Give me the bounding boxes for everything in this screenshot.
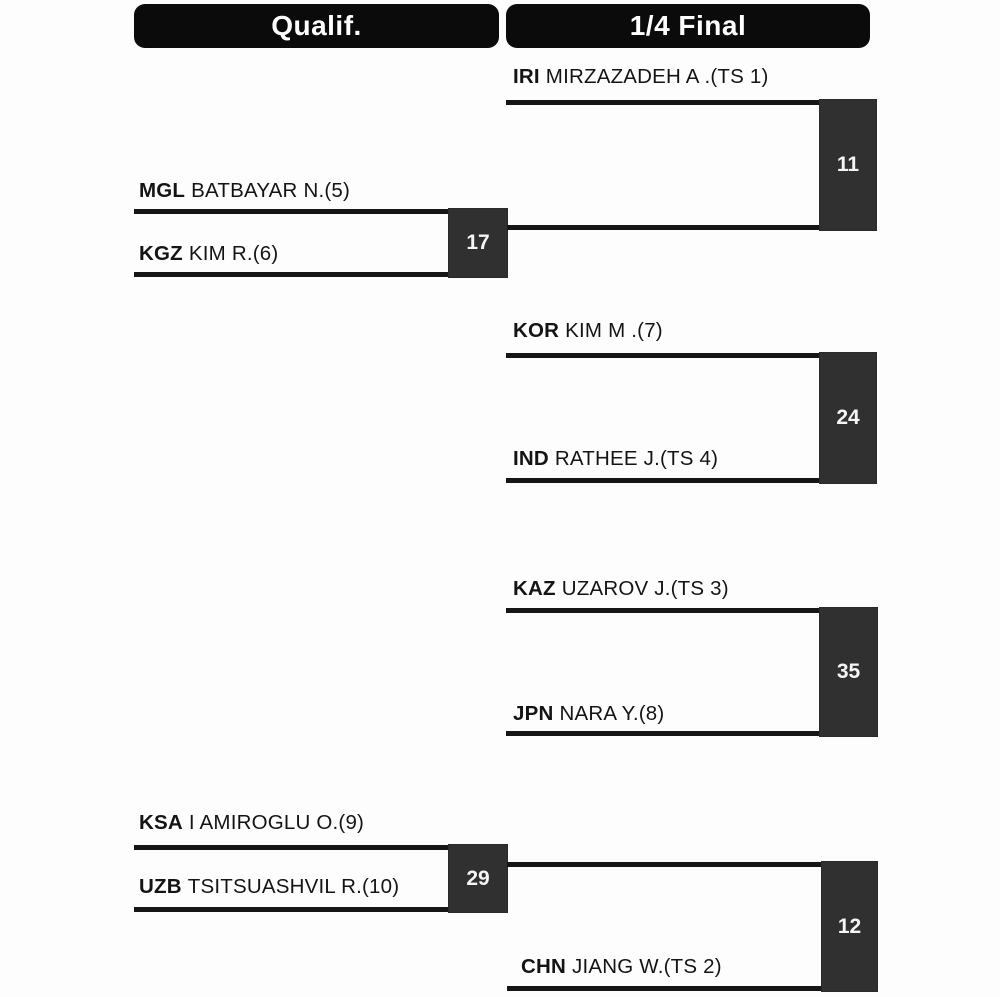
- match-number-box-17: 17: [449, 209, 507, 277]
- player-name: KIM R.(6): [188, 242, 279, 265]
- noc-code: KSA: [139, 811, 183, 834]
- noc-code: KGZ: [139, 242, 183, 265]
- match-number-box-11: 11: [820, 100, 876, 230]
- match17-top-line: [134, 209, 449, 214]
- match-number-box-35: 35: [820, 608, 877, 736]
- match-number: 17: [466, 231, 490, 254]
- match11-bottom-line: [507, 225, 876, 230]
- player-name: RATHEE J.(TS 4): [554, 447, 719, 470]
- match35-top-line: [506, 608, 877, 613]
- noc-code: KAZ: [513, 577, 556, 600]
- noc-code: KOR: [513, 319, 560, 342]
- player-name: TSITSUASHVIL R.(10): [187, 875, 400, 898]
- noc-code: IRI: [513, 65, 540, 88]
- match12-bottom-line: [507, 986, 877, 991]
- match29-bottom-line: [134, 907, 507, 912]
- player-name: KIM M .(7): [565, 319, 663, 342]
- noc-code: IND: [513, 447, 549, 470]
- match35-bottom-line: [506, 731, 877, 736]
- match-number-box-24: 24: [820, 353, 876, 483]
- column-header-qualif: Qualif.: [134, 4, 499, 48]
- match29-top-line: [134, 845, 449, 850]
- player-name: UZAROV J.(TS 3): [561, 577, 729, 600]
- match-number: 12: [837, 914, 862, 938]
- match-number-box-29: 29: [449, 845, 507, 912]
- match17-bottom-line: [134, 272, 507, 277]
- player-name: I AMIROGLU O.(9): [188, 811, 365, 834]
- player-name: BATBAYAR N.(5): [191, 179, 351, 202]
- noc-code: CHN: [521, 955, 567, 978]
- noc-code: UZB: [139, 875, 182, 898]
- match12-top-line: [507, 862, 877, 867]
- noc-code: JPN: [513, 702, 554, 725]
- noc-code: MGL: [139, 179, 186, 202]
- match-number: 29: [466, 866, 490, 890]
- player-name: NARA Y.(8): [559, 702, 665, 725]
- match24-top-line: [506, 353, 876, 358]
- match-number: 35: [836, 660, 861, 683]
- match-number-box-12: 12: [822, 862, 877, 991]
- match24-bottom-line: [506, 478, 876, 483]
- match-number: 11: [836, 153, 860, 176]
- match-number: 24: [836, 406, 860, 429]
- match11-top-line: [506, 100, 876, 105]
- player-name: MIRZAZADEH A .(TS 1): [545, 65, 769, 88]
- player-name: JIANG W.(TS 2): [572, 955, 722, 978]
- column-header-quarterfinal: 1/4 Final: [506, 4, 870, 48]
